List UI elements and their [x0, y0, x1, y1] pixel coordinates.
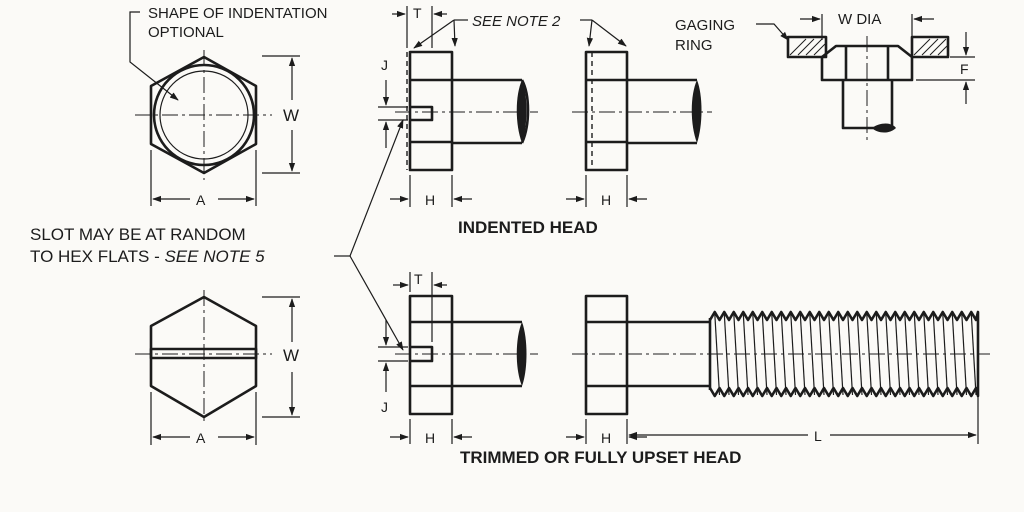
thread-crest-line — [809, 312, 816, 396]
thread-crest-line — [885, 312, 892, 396]
dim-j-top: J — [381, 57, 388, 73]
see-note-2-leaders — [413, 19, 627, 49]
hex-end-view-slotted — [135, 290, 300, 445]
gaging-label-1: GAGING — [675, 17, 735, 34]
thread-crest-line — [856, 312, 863, 396]
hex-end-view-indented — [129, 11, 300, 206]
shape-indentation-label-2: OPTIONAL — [148, 24, 224, 41]
dim-w-top: W — [283, 106, 299, 125]
indented-head-side-view — [566, 50, 712, 207]
dim-j-bottom: J — [381, 399, 388, 415]
indented-head-slotted-side-view — [378, 6, 538, 207]
dim-f: F — [960, 61, 969, 77]
thread-crest-line — [723, 312, 730, 396]
dim-a-bottom: A — [196, 430, 206, 446]
dim-w-bottom: W — [283, 346, 299, 365]
dim-t-top: T — [413, 5, 422, 21]
dim-t-bottom: T — [414, 271, 423, 287]
w-dia-label: W DIA — [838, 11, 881, 28]
shape-indentation-label-1: SHAPE OF INDENTATION — [148, 5, 327, 22]
slot-note-leaders — [334, 119, 404, 351]
see-note-2-label: SEE NOTE 2 — [472, 13, 561, 30]
thread-crest-line — [828, 312, 835, 396]
slot-note-reference: SEE NOTE 5 — [164, 247, 265, 266]
dim-h-4: H — [601, 430, 611, 446]
dim-a-top: A — [196, 192, 206, 208]
dim-h-1: H — [425, 192, 435, 208]
slot-note-line-1: SLOT MAY BE AT RANDOM — [30, 225, 246, 244]
indented-head-caption: INDENTED HEAD — [458, 218, 598, 237]
trimmed-head-slotted-side-view — [378, 272, 538, 444]
dim-h-3: H — [425, 430, 435, 446]
trimmed-head-caption: TRIMMED OR FULLY UPSET HEAD — [460, 448, 741, 467]
gaging-ring-view — [756, 14, 975, 140]
gaging-label-2: RING — [675, 37, 713, 54]
dim-l: L — [814, 428, 822, 444]
thread-crest-line — [970, 312, 977, 396]
dim-h-2: H — [601, 192, 611, 208]
full-bolt-side-view — [566, 294, 990, 444]
slot-note-prefix: TO HEX FLATS - — [30, 247, 164, 266]
thread-crest-line — [837, 312, 844, 396]
slot-note-line-2: TO HEX FLATS - SEE NOTE 5 — [30, 247, 265, 266]
